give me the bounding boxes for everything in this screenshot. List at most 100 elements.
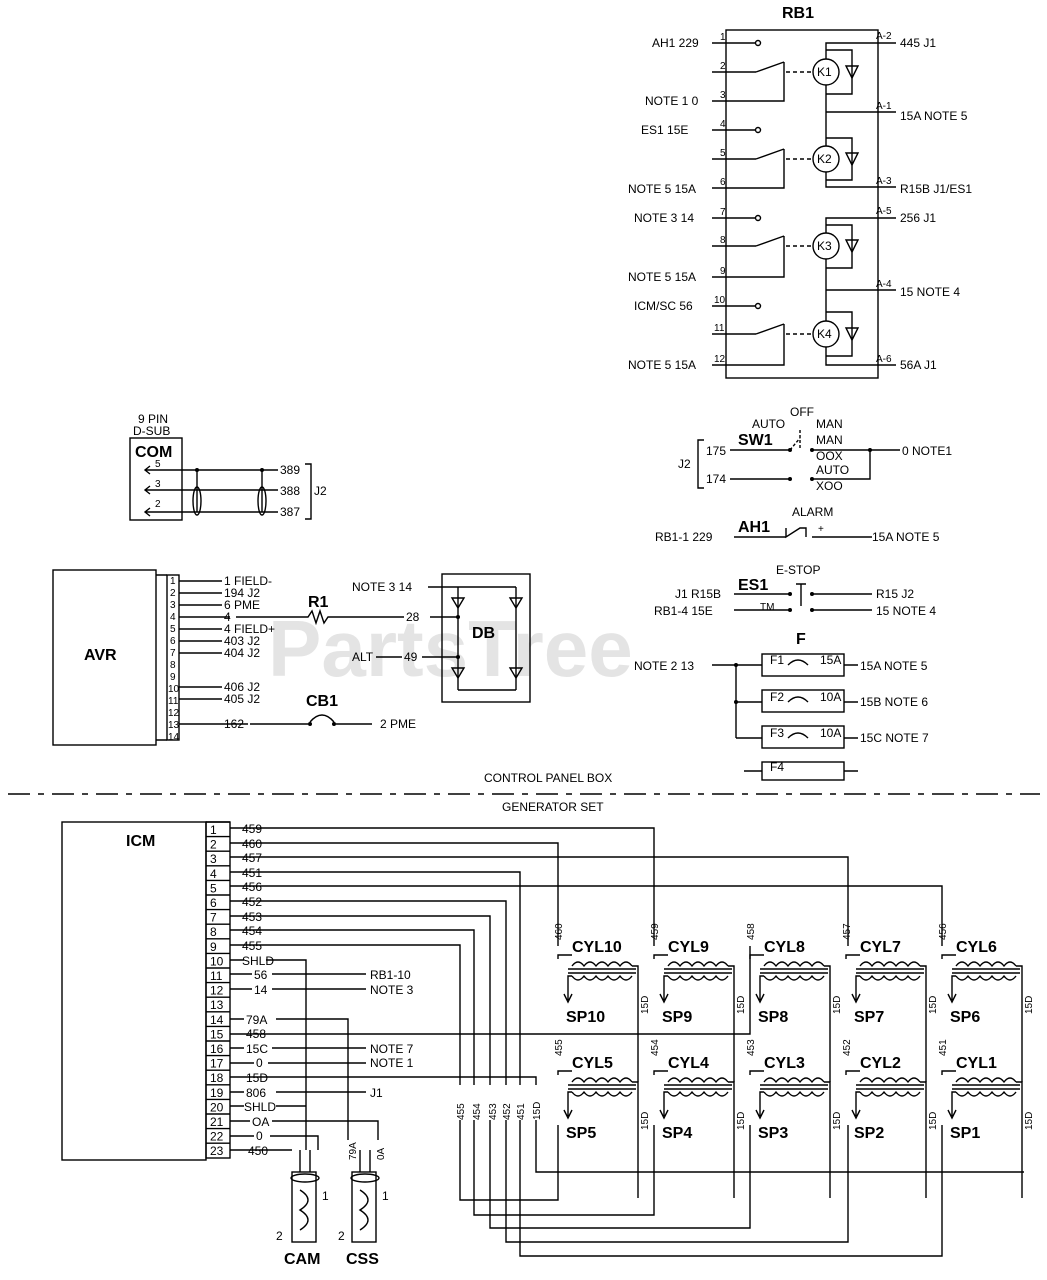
common-wire-label: 15D (1024, 1112, 1035, 1130)
watermark: PartsTree (268, 604, 633, 693)
svg-text:387: 387 (280, 505, 300, 519)
svg-text:15 NOTE 4: 15 NOTE 4 (900, 285, 960, 299)
svg-text:RB1-10: RB1-10 (370, 968, 411, 982)
svg-text:OOX: OOX (816, 449, 843, 463)
svg-text:388: 388 (280, 484, 300, 498)
common-wire-label: 15D (736, 996, 747, 1014)
svg-text:457: 457 (242, 851, 262, 865)
fuse-block: F NOTE 2 13 F1 15A F2 10A F3 10A F4 15A … (634, 631, 929, 781)
svg-text:AUTO: AUTO (752, 417, 785, 431)
cam-title: CAM (284, 1251, 320, 1268)
svg-text:9: 9 (170, 672, 176, 683)
common-wire-label: 15D (640, 996, 651, 1014)
svg-text:2 PME: 2 PME (380, 717, 416, 731)
cylinder-label: CYL7 (860, 939, 901, 956)
rb1-label: NOTE 3 14 (634, 211, 694, 225)
svg-text:F3: F3 (770, 726, 784, 740)
svg-text:2: 2 (170, 588, 176, 599)
coil-wire-label: 459 (650, 923, 661, 940)
spark-plug-label: SP1 (950, 1125, 980, 1142)
rb1-relay-board: RB1 AH1 229 NOTE 1 0 ES1 15E NOTE 5 15A … (628, 5, 972, 379)
rb1-title: RB1 (782, 5, 814, 22)
icm-pin: 3 (210, 852, 217, 866)
coil-wire-label: 452 (842, 1039, 853, 1056)
svg-text:806: 806 (246, 1086, 266, 1100)
svg-text:455: 455 (456, 1103, 467, 1120)
svg-text:A-3: A-3 (876, 176, 892, 187)
svg-text:OFF: OFF (790, 405, 814, 419)
svg-text:15C NOTE 7: 15C NOTE 7 (860, 731, 929, 745)
svg-text:J2: J2 (314, 484, 327, 498)
svg-text:K2: K2 (817, 152, 832, 166)
svg-text:79A: 79A (348, 1142, 359, 1160)
svg-text:406 J2: 406 J2 (224, 680, 260, 694)
spark-plug-label: SP8 (758, 1009, 788, 1026)
svg-text:0: 0 (256, 1129, 263, 1143)
icm-pin: 10 (210, 954, 224, 968)
coil-wire-label: 460 (554, 923, 565, 940)
icm-pin: 6 (210, 896, 217, 910)
rb1-label: ICM/SC 56 (634, 299, 693, 313)
svg-text:MAN: MAN (816, 433, 843, 447)
svg-text:5: 5 (720, 148, 726, 159)
spark-plug-label: SP2 (854, 1125, 884, 1142)
svg-text:256 J1: 256 J1 (900, 211, 936, 225)
icm-pin: 8 (210, 925, 217, 939)
svg-text:1 FIELD-: 1 FIELD- (224, 574, 272, 588)
svg-text:1: 1 (170, 576, 176, 587)
cylinder-label: CYL1 (956, 1055, 997, 1072)
svg-text:15A NOTE 5: 15A NOTE 5 (900, 109, 968, 123)
svg-text:AUTO: AUTO (816, 463, 849, 477)
svg-text:4: 4 (720, 119, 726, 130)
common-wire-label: 15D (832, 996, 843, 1014)
svg-text:ALARM: ALARM (792, 505, 833, 519)
svg-text:79A: 79A (246, 1013, 267, 1027)
spark-plug-label: SP4 (662, 1125, 692, 1142)
es1-estop-switch: E-STOP ES1 J1 R15B RB1-4 15E R15 J2 15 N… (654, 563, 936, 618)
svg-text:451: 451 (516, 1103, 527, 1120)
section-control-panel: CONTROL PANEL BOX (484, 771, 612, 785)
coil-wire-label: 451 (938, 1039, 949, 1056)
svg-text:3: 3 (155, 479, 161, 490)
svg-text:OA: OA (252, 1115, 269, 1129)
svg-text:K4: K4 (817, 327, 832, 341)
svg-text:451: 451 (242, 866, 262, 880)
css-sensor: 79A 0A 1 2 CSS (338, 1142, 389, 1268)
svg-text:15D: 15D (532, 1102, 543, 1120)
svg-text:28: 28 (406, 610, 420, 624)
svg-text:6: 6 (720, 177, 726, 188)
svg-text:MAN: MAN (816, 417, 843, 431)
svg-text:0 NOTE1: 0 NOTE1 (902, 444, 952, 458)
svg-text:SHLD: SHLD (244, 1100, 276, 1114)
svg-text:A-4: A-4 (876, 279, 892, 290)
svg-text:7: 7 (170, 648, 176, 659)
svg-text:403 J2: 403 J2 (224, 634, 260, 648)
es1-title: ES1 (738, 577, 768, 594)
vertical-wire-labels: 455 454 453 452 451 15D (456, 1102, 543, 1120)
common-wire-label: 15D (1024, 996, 1035, 1014)
svg-text:11: 11 (168, 696, 179, 707)
cylinder-label: CYL3 (764, 1055, 805, 1072)
svg-text:6 PME: 6 PME (224, 598, 260, 612)
svg-text:7: 7 (720, 207, 726, 218)
svg-text:175: 175 (706, 444, 726, 458)
svg-text:10A: 10A (820, 726, 841, 740)
svg-text:455: 455 (242, 939, 262, 953)
coil-wire-label: 455 (554, 1039, 565, 1056)
svg-text:NOTE 1: NOTE 1 (370, 1056, 414, 1070)
svg-text:458: 458 (246, 1027, 266, 1041)
svg-text:459: 459 (242, 822, 262, 836)
icm-pin: 21 (210, 1115, 224, 1129)
svg-text:3: 3 (170, 600, 176, 611)
svg-text:2: 2 (338, 1229, 345, 1243)
cylinder-coils-bottom: CYL5SP545515DCYL4SP445415DCYL3SP345315DC… (554, 1039, 1035, 1198)
com-dsub-connector: 9 PIN D-SUB COM 5 3 2 389 388 387 J2 (129, 412, 327, 521)
icm-pin: 19 (210, 1086, 224, 1100)
svg-text:+: + (818, 524, 824, 535)
svg-text:15D: 15D (246, 1071, 268, 1085)
rb1-label: NOTE 5 15A (628, 182, 696, 196)
watermark-tm: TM (760, 602, 774, 613)
cylinder-coils-top: CYL10SP1046015DCYL9SP945915DCYL8SP845815… (554, 923, 1035, 1082)
svg-text:454: 454 (472, 1103, 483, 1120)
